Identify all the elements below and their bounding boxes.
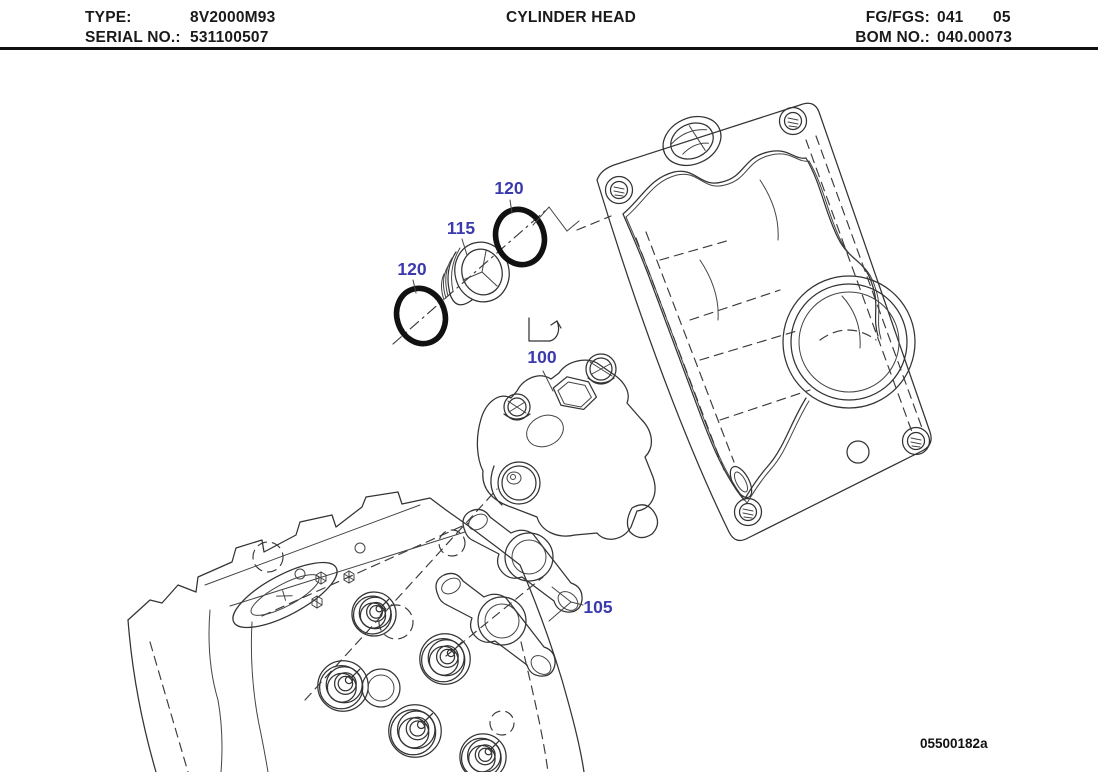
cover-slot-hole xyxy=(726,463,756,501)
bom-no-value: 040.00073 xyxy=(937,29,1013,46)
screw-plug-illustration xyxy=(442,236,516,308)
rocker-roller xyxy=(491,462,540,505)
cover-corner-bolt-icon xyxy=(604,175,634,205)
drawing-number: 05500182a xyxy=(920,736,988,751)
valve-springs xyxy=(317,591,514,772)
type-label: TYPE: xyxy=(85,9,132,26)
cylinder-head-cover-illustration xyxy=(597,103,931,540)
callout-leader-lines xyxy=(413,200,583,621)
o-ring-left xyxy=(390,282,453,350)
callout-115: 115 xyxy=(447,218,475,238)
cover-filler-cap xyxy=(655,107,729,174)
zigzag-leader-line xyxy=(533,207,611,231)
cylinder-head-illustration xyxy=(128,489,584,772)
cover-corner-bolt-icon xyxy=(733,497,763,527)
callout-105: 105 xyxy=(583,597,612,617)
fg-fgs-value: 041 xyxy=(937,9,964,26)
fg-fgs-value-2: 05 xyxy=(993,9,1011,26)
rocker-foot xyxy=(627,505,657,538)
cover-drain-hole xyxy=(847,441,869,463)
o-ring-top xyxy=(489,203,552,271)
page-title: CYLINDER HEAD xyxy=(505,9,637,26)
callout-120-left: 120 xyxy=(397,259,426,279)
adjusting-screw-icon xyxy=(504,394,530,420)
assembly-direction-arrow-icon xyxy=(529,318,561,341)
head-hidden-axes xyxy=(150,489,548,772)
serial-value: 531100507 xyxy=(190,29,269,46)
cover-corner-bolt-icon xyxy=(778,106,808,136)
bom-no-label: BOM NO.: xyxy=(855,29,930,46)
fg-fgs-label: FG/FGS: xyxy=(865,9,930,26)
cover-corner-bolt-icon xyxy=(901,426,931,456)
type-value: 8V2000M93 xyxy=(190,9,276,26)
adjusting-screw-icon xyxy=(586,354,616,384)
rocker-arm-assembly-illustration xyxy=(477,354,657,539)
cover-gasket-bead xyxy=(623,151,915,503)
head-boss xyxy=(224,550,345,640)
callout-100: 100 xyxy=(527,347,556,367)
header-divider xyxy=(0,47,1098,50)
serial-label: SERIAL NO.: xyxy=(85,29,181,46)
cover-hidden-lines xyxy=(636,136,922,470)
callout-120-top: 120 xyxy=(494,178,523,198)
